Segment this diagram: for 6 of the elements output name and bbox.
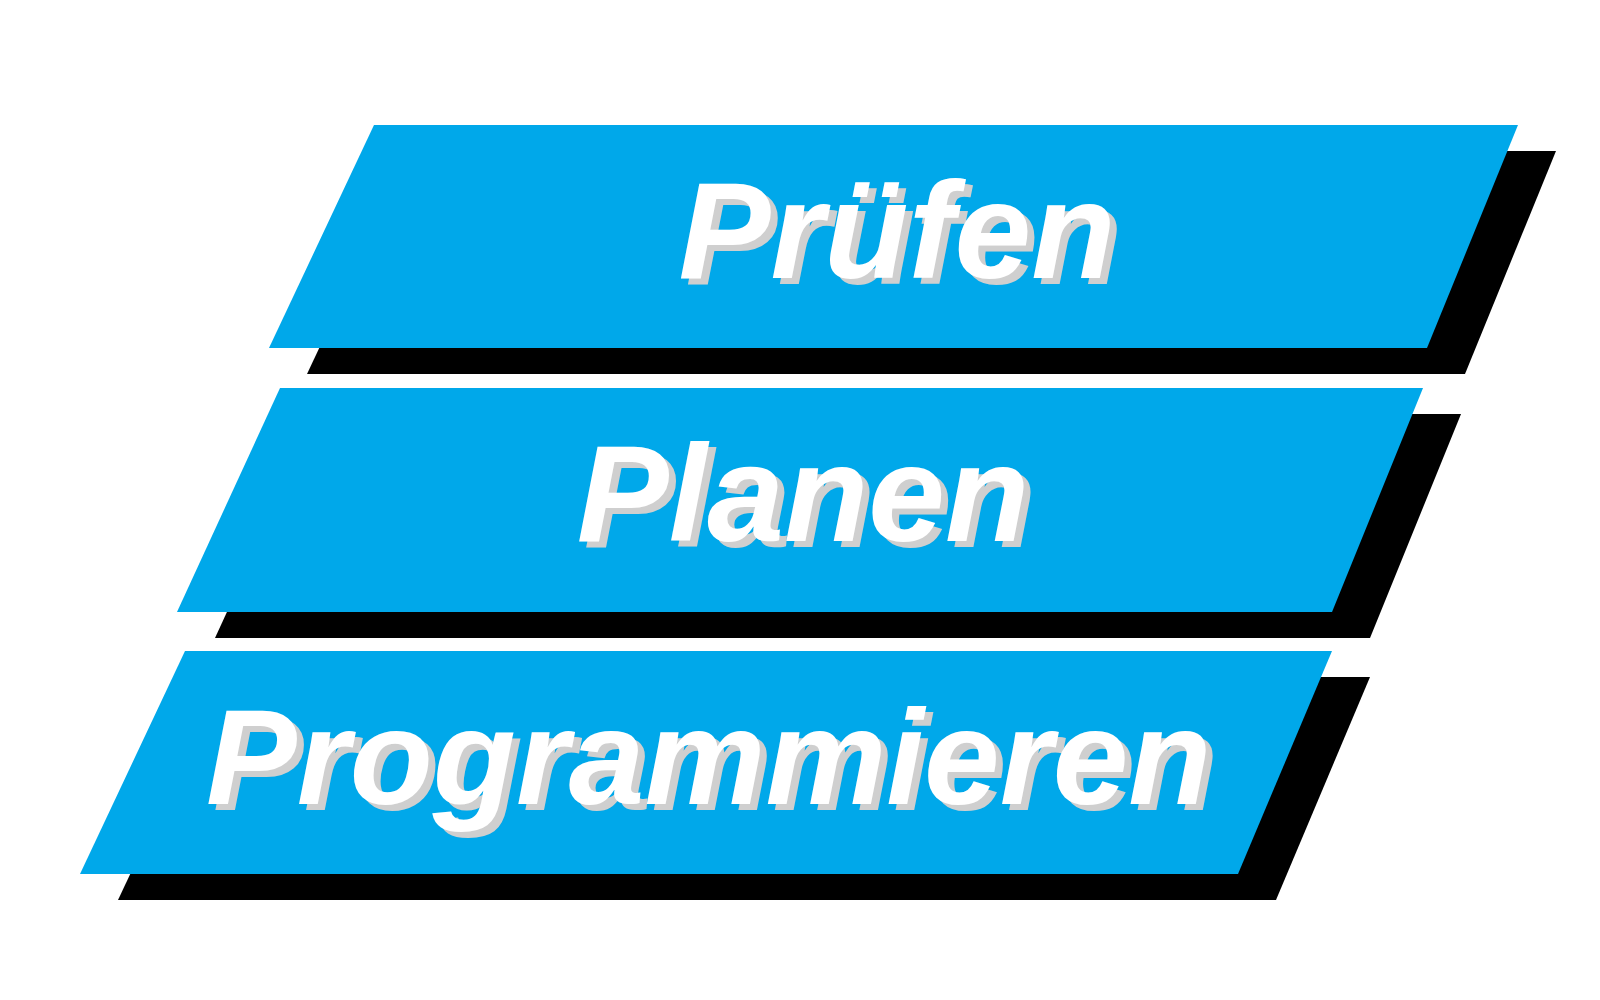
band-label: Programmieren bbox=[205, 679, 1213, 835]
stage-band bbox=[269, 125, 1556, 374]
stage-band bbox=[177, 388, 1461, 638]
band-label: Prüfen bbox=[677, 151, 1117, 309]
band-label: Planen bbox=[575, 415, 1031, 573]
stage-band bbox=[80, 651, 1370, 900]
